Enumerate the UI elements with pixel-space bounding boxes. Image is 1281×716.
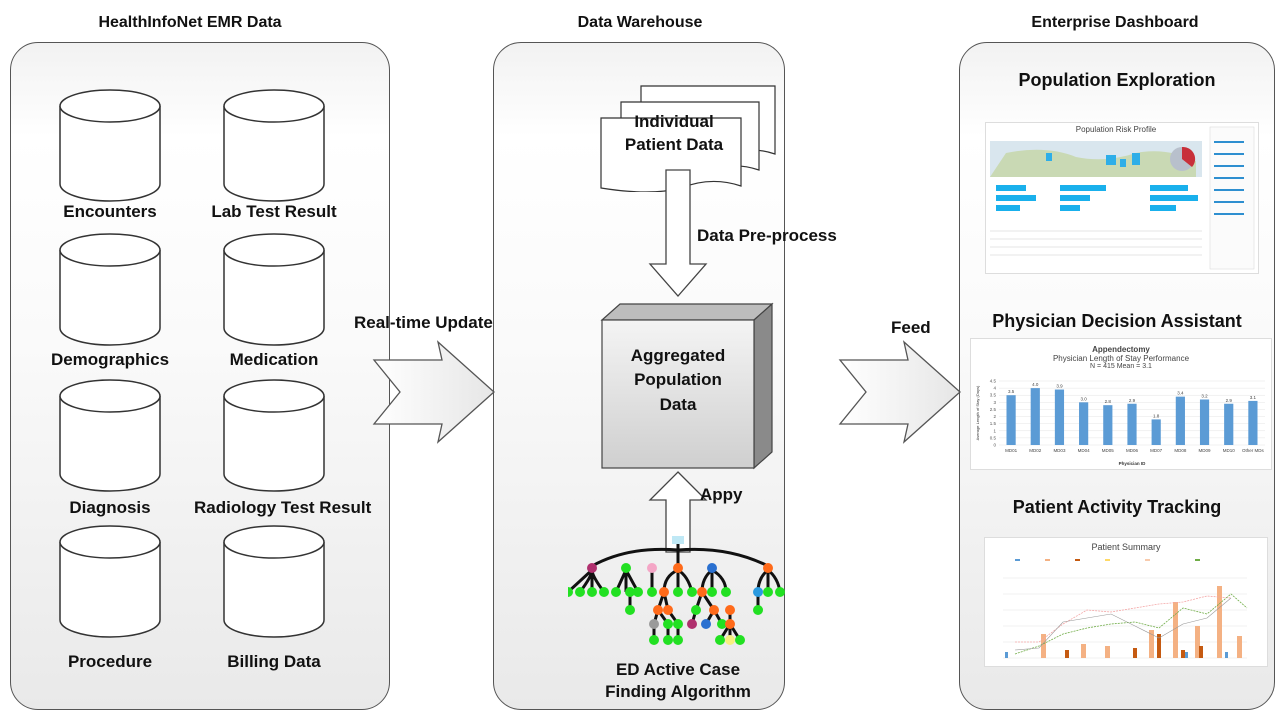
individual-patient-data-label-2: Patient Data [624,135,724,154]
population-exploration-thumbnail: Population Risk Profile [985,122,1259,274]
x-tick-label: MD02 [1029,448,1042,453]
x-tick-label: MD05 [1102,448,1115,453]
database-label: Diagnosis [69,498,151,517]
bar-value-label: 3.9 [1056,384,1063,389]
preprocess-down-arrow [648,169,708,297]
x-tick-label: MD09 [1199,448,1212,453]
y-tick-label: 3.5 [990,393,997,398]
database-label: Lab Test Result [211,202,337,221]
database-label: Billing Data [227,652,321,671]
algorithm-label-2: Finding Algorithm [605,682,751,701]
x-tick-label: MD10 [1223,448,1236,453]
database-label: Radiology Test Result [194,498,372,517]
x-tick-label: MD08 [1174,448,1187,453]
x-axis-title: Physician ID [1119,461,1147,466]
physician-chart-stats: N = 415 Mean = 3.1 [1090,363,1152,370]
bar-value-label: 3.1 [1250,395,1257,400]
bar [1054,389,1065,445]
patient-summary-chart [1003,559,1248,659]
y-tick-label: 4 [993,386,996,391]
bar-value-label: 3.0 [1081,396,1088,401]
bar-value-label: 2.9 [1226,398,1233,403]
bar-value-label: 1.8 [1153,413,1160,418]
aggregated-label-3: Data [659,395,697,414]
y-axis-title: Average Length of Stay (Days) [975,385,980,440]
database-cylinder-icon [59,89,161,202]
y-tick-label: 2 [993,414,996,419]
population-exploration-title: Population Exploration [1018,70,1216,90]
bar-value-label: 4.0 [1032,382,1039,387]
physician-chart-subtitle: Physician Length of Stay Performance [1052,354,1190,363]
tree-nodes [568,536,785,645]
population-dashboard-graphics [990,126,1255,270]
bar-value-label: 3.2 [1201,393,1208,398]
database-cylinder-icon [223,379,325,492]
bar [1079,402,1089,445]
x-tick-label: MD01 [1005,448,1018,453]
dashboard-column-title: Enterprise Dashboard [1031,14,1199,31]
database-cylinder-icon [223,525,325,638]
warehouse-column-title: Data Warehouse [577,14,703,31]
x-tick-label: MD06 [1126,448,1139,453]
bar [1030,388,1040,445]
y-tick-label: 1.5 [990,421,997,426]
physician-chart-title: Appendectomy [1092,345,1150,354]
bar [1127,403,1137,445]
population-risk-profile-label: Population Risk Profile [1075,125,1157,134]
y-tick-label: 2.5 [990,407,997,412]
bar [1006,395,1016,445]
y-tick-label: 3 [993,400,996,405]
physician-decision-assistant-thumbnail: Appendectomy Physician Length of Stay Pe… [970,338,1272,470]
patient-activity-tracking-title: Patient Activity Tracking [1012,497,1222,517]
bar-value-label: 3.5 [1008,389,1015,394]
database-cylinder-icon [223,89,325,202]
bar-value-label: 3.4 [1177,391,1184,396]
bar [1224,403,1234,445]
aggregated-label-1: Aggregated [630,346,726,365]
patient-summary-title: Patient Summary [1091,542,1161,552]
feed-arrow [838,340,961,444]
physician-decision-assistant-title: Physician Decision Assistant [992,311,1242,331]
preprocess-label: Data Pre-process [697,226,837,245]
y-tick-label: 4.5 [990,379,997,384]
y-tick-label: 0 [993,443,996,448]
y-tick-label: 0.5 [990,435,997,440]
individual-patient-data-icon [600,85,776,192]
realtime-update-label: Real-time Update [354,313,493,332]
bar [1248,400,1258,445]
source-column-title: HealthInfoNet EMR Data [98,14,282,31]
database-label: Medication [229,350,319,369]
database-label: Demographics [50,350,170,369]
decision-tree-diagram [568,536,785,645]
x-tick-label: Other MDs [1242,448,1265,453]
apply-label: Appy [700,485,743,504]
bar-value-label: 2.8 [1105,399,1112,404]
database-cylinder-icon [59,525,161,638]
database-label: Procedure [67,652,153,671]
y-tick-label: 1 [993,428,996,433]
individual-patient-data-label-1: Individual [634,112,714,131]
database-label: Encounters [63,202,157,221]
x-tick-label: MD03 [1053,448,1066,453]
feed-label: Feed [891,318,931,337]
patient-activity-tracking-thumbnail: Patient Summary [984,537,1268,667]
database-cylinder-icon [59,233,161,346]
bar [1199,399,1210,445]
algorithm-label-1: ED Active Case [615,660,741,679]
realtime-update-arrow [372,340,495,444]
aggregated-label-2: Population [634,370,722,389]
bar-value-label: 2.9 [1129,398,1136,403]
patient-summary-legend [1015,559,1200,561]
database-cylinder-icon [223,233,325,346]
bar [1103,405,1113,445]
bar [1151,419,1161,445]
database-cylinder-icon [59,379,161,492]
bar [1175,396,1185,445]
x-tick-label: MD07 [1150,448,1163,453]
aggregated-population-data-cube [600,302,774,470]
x-tick-label: MD04 [1078,448,1091,453]
